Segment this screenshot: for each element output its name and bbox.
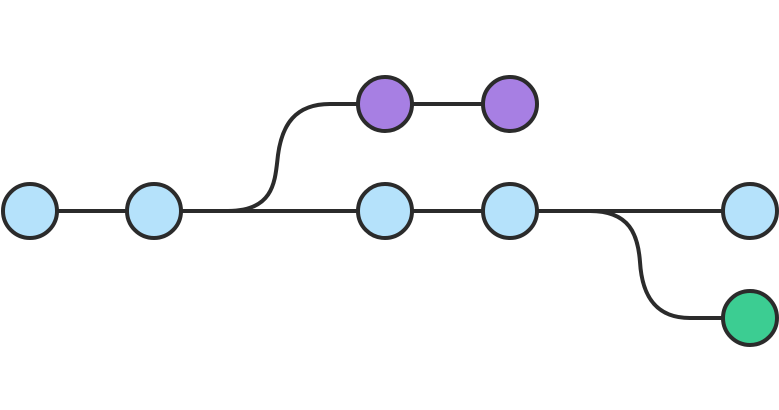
main-commit-node-2 bbox=[125, 182, 183, 240]
main-commit-node-4 bbox=[481, 182, 539, 240]
feature-commit-node-2 bbox=[481, 75, 539, 133]
main-commit-node-1 bbox=[1, 182, 59, 240]
main-commit-node-3 bbox=[356, 182, 414, 240]
hotfix-branch-curve bbox=[589, 209, 750, 320]
main-commit-node-5 bbox=[721, 182, 779, 240]
hotfix-commit-node-1 bbox=[721, 289, 779, 347]
feature-branch-curve bbox=[227, 102, 510, 213]
feature-commit-node-1 bbox=[356, 75, 414, 133]
